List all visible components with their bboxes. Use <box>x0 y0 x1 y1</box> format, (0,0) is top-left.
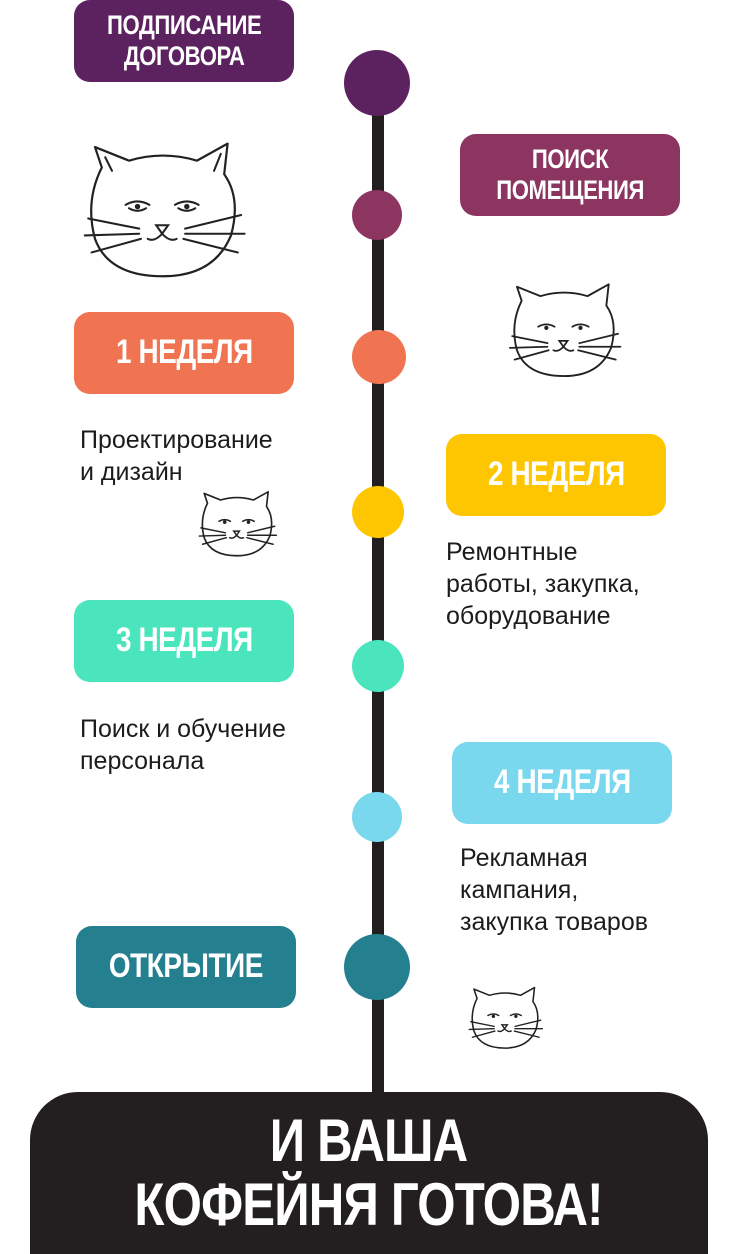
step-label-opening: ОТКРЫТИЕ <box>76 926 296 1008</box>
step-label-week4: 4 НЕДЕЛЯ <box>452 742 672 824</box>
step-label-contract: ПОДПИСАНИЕ ДОГОВОРА <box>74 0 294 82</box>
timeline-dot-week1 <box>352 330 406 384</box>
cat-face-icon <box>83 142 246 278</box>
cat-face-icon <box>468 986 543 1049</box>
step-desc-week3: Поиск и обучение персонала <box>80 715 286 775</box>
final-banner-line1: И ВАША <box>270 1107 469 1174</box>
step-desc-week2: Ремонтные работы, закупка, оборудование <box>446 538 640 630</box>
timeline-dot-contract <box>344 50 410 116</box>
step-desc-week1: Проектирование и дизайн <box>80 426 273 486</box>
cat-face-icon <box>198 490 278 557</box>
timeline-dot-premises <box>352 190 402 240</box>
final-banner-line2: КОФЕЙНЯ ГОТОВА! <box>134 1171 604 1238</box>
step-label-week2: 2 НЕДЕЛЯ <box>446 434 666 516</box>
timeline-dot-week4 <box>352 792 402 842</box>
timeline-dot-week3 <box>352 640 404 692</box>
step-label-premises: ПОИСК ПОМЕЩЕНИЯ <box>460 134 680 216</box>
timeline-dot-week2 <box>352 486 404 538</box>
final-banner: И ВАША КОФЕЙНЯ ГОТОВА! <box>30 1092 708 1254</box>
cat-face-icon <box>509 283 622 378</box>
step-label-week3: 3 НЕДЕЛЯ <box>74 600 294 682</box>
step-label-week1: 1 НЕДЕЛЯ <box>74 312 294 394</box>
timeline-dot-opening <box>344 934 410 1000</box>
step-desc-week4: Рекламная кампания, закупка товаров <box>460 844 649 936</box>
